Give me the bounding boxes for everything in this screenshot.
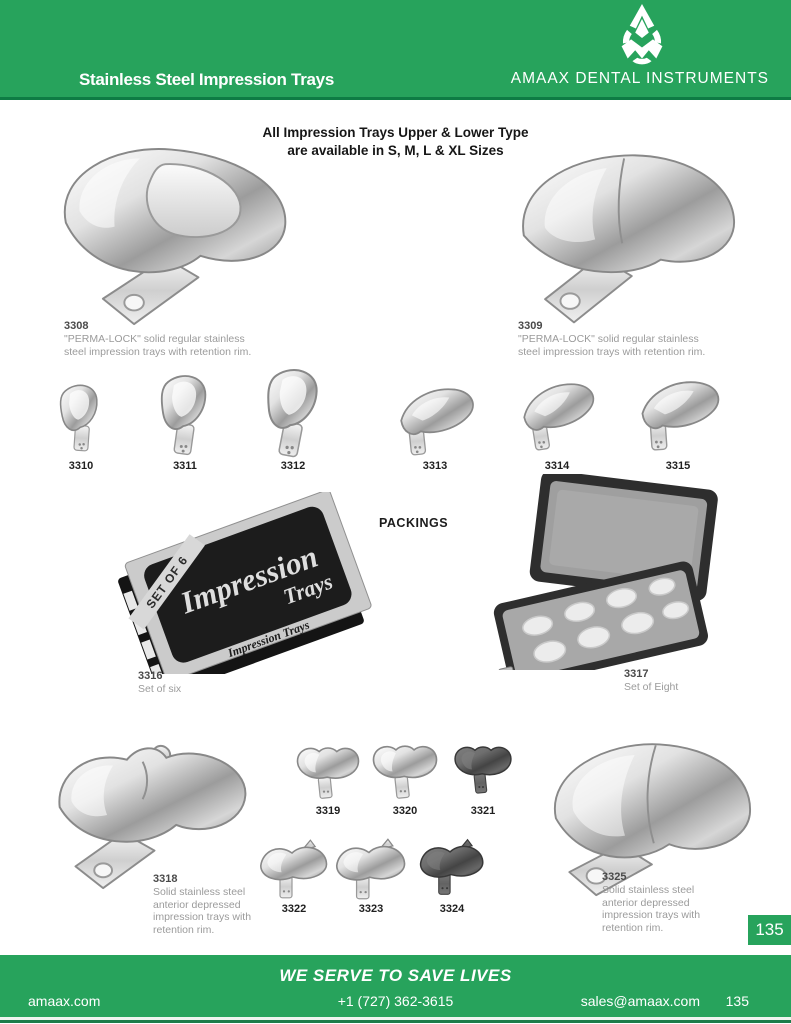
product-code-3322: 3322: [281, 903, 307, 915]
bottom-divider-light: [0, 1017, 791, 1020]
footer-slogan: WE SERVE TO SAVE LIVES: [279, 966, 512, 985]
product-photo-3310: [47, 370, 115, 466]
brand-name: AMAAX DENTAL INSTRUMENTS: [510, 70, 769, 87]
product-caption-3318: 3318 Solid stainless steel anterior depr…: [153, 873, 275, 936]
product-photo-3321: [450, 737, 516, 801]
amaax-logo-icon: [621, 4, 663, 65]
product-photo-3314: [510, 372, 604, 455]
product-code: 3316: [138, 670, 163, 682]
product-caption-3325: 3325 Solid stainless steel anterior depr…: [602, 871, 727, 934]
packings-heading: PACKINGS: [379, 516, 449, 530]
product-description: Solid stainless steel anterior depressed…: [153, 886, 252, 936]
section-title: Stainless Steel Impression Trays: [79, 70, 334, 89]
intro-line-1: All Impression Trays Upper & Lower Type: [262, 125, 529, 140]
footer-email-link[interactable]: sales@amaax.com: [580, 993, 700, 1009]
product-code-3310: 3310: [68, 460, 94, 472]
product-code-3321: 3321: [470, 805, 496, 817]
product-description: "PERMA-LOCK" solid regular stainless ste…: [64, 333, 252, 358]
product-description: "PERMA-LOCK" solid regular stainless ste…: [518, 333, 706, 358]
product-code: 3309: [518, 320, 543, 332]
product-photo-3324: [416, 832, 488, 902]
product-photo-3309-upper-tray: [502, 143, 752, 331]
product-description: Set of six: [138, 683, 182, 695]
page-number-badge: 135: [748, 915, 791, 945]
product-caption-3308: 3308 "PERMA-LOCK" solid regular stainles…: [64, 320, 269, 358]
product-caption-3316: 3316 Set of six: [138, 670, 181, 696]
page-footer: WE SERVE TO SAVE LIVES amaax.com +1 (727…: [0, 955, 791, 1017]
product-code-3313: 3313: [422, 460, 448, 472]
product-code-3314: 3314: [544, 460, 570, 472]
product-description: Set of Eight: [624, 681, 679, 693]
product-code-3323: 3323: [358, 903, 384, 915]
product-code-3315: 3315: [665, 460, 691, 472]
footer-page-number: 135: [725, 993, 749, 1009]
product-code-3312: 3312: [280, 460, 306, 472]
product-caption-3317: 3317 Set of Eight: [624, 668, 678, 694]
product-photo-3308-lower-tray: [48, 133, 306, 328]
product-photo-3317-case: [493, 474, 718, 670]
footer-phone: +1 (727) 362-3615: [337, 993, 454, 1009]
product-code-3320: 3320: [392, 805, 418, 817]
product-photo-3322: [256, 836, 332, 902]
product-description: Solid stainless steel anterior depressed…: [602, 884, 701, 934]
product-photo-3316-box: SET OF 6 Impression Trays Impression Tra…: [118, 492, 372, 674]
product-photo-3319: [292, 742, 364, 802]
product-code: 3317: [624, 668, 649, 680]
footer-contact-row: amaax.com +1 (727) 362-3615 sales@amaax.…: [0, 993, 791, 1009]
product-code: 3308: [64, 320, 89, 332]
product-code: 3318: [153, 873, 178, 885]
footer-website-link[interactable]: amaax.com: [28, 993, 101, 1009]
bottom-divider-dark: [0, 1020, 791, 1023]
intro-line-2: are available in S, M, L & XL Sizes: [287, 143, 504, 158]
product-code-3311: 3311: [173, 460, 197, 472]
product-photo-3320: [366, 740, 444, 802]
product-photo-3311: [148, 366, 222, 464]
product-photo-3323: [330, 836, 412, 902]
product-photo-3312: [249, 360, 336, 466]
product-code-3319: 3319: [315, 805, 341, 817]
product-code-3324: 3324: [439, 903, 465, 915]
intro-note: All Impression Trays Upper & Lower Type …: [0, 124, 791, 160]
product-photo-3315: [627, 368, 730, 455]
product-caption-3309: 3309 "PERMA-LOCK" solid regular stainles…: [518, 320, 723, 358]
product-photo-3313: [388, 378, 482, 458]
product-code: 3325: [602, 871, 627, 883]
page-header: Stainless Steel Impression Trays AMAAX D…: [0, 0, 791, 100]
